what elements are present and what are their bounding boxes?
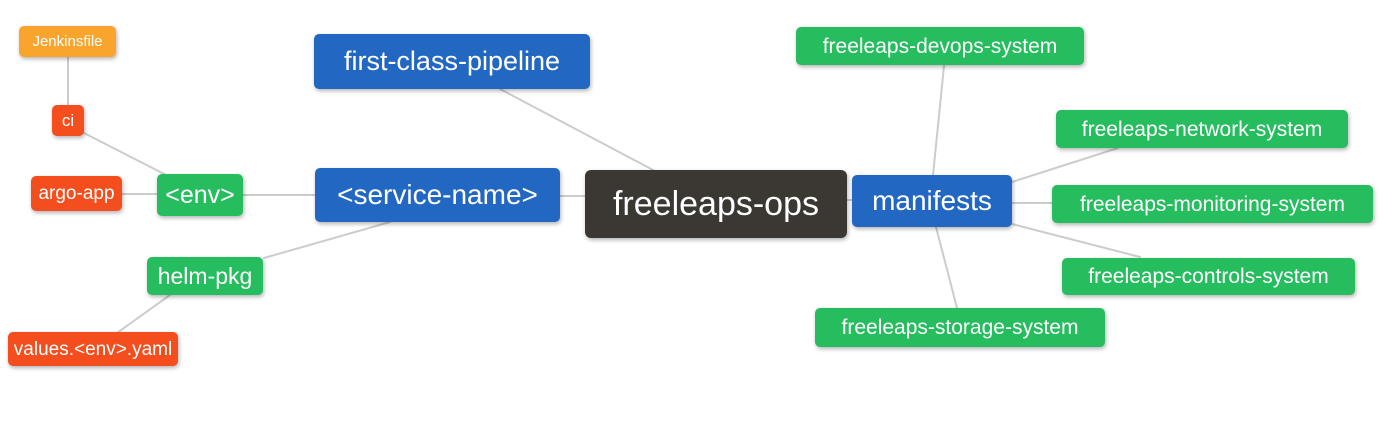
edge-service-name-helm-pkg bbox=[263, 221, 391, 259]
node-jenkinsfile[interactable]: Jenkinsfile bbox=[19, 26, 116, 57]
node-freeleaps-monitoring-system[interactable]: freeleaps-monitoring-system bbox=[1052, 185, 1373, 223]
node-freeleaps-devops-system[interactable]: freeleaps-devops-system bbox=[796, 27, 1084, 65]
edge-ci-env bbox=[83, 132, 171, 178]
node-freeleaps-ops-root[interactable]: freeleaps-ops bbox=[585, 170, 847, 238]
edge-manifests-controls bbox=[1011, 223, 1141, 258]
node-env[interactable]: <env> bbox=[157, 174, 243, 216]
node-first-class-pipeline[interactable]: first-class-pipeline bbox=[314, 34, 590, 89]
edge-pipeline-freeleaps-ops bbox=[499, 88, 656, 172]
edge-manifests-network bbox=[1011, 147, 1119, 183]
edge-manifests-storage bbox=[935, 226, 958, 309]
edge-manifests-devops bbox=[932, 65, 945, 176]
node-freeleaps-controls-system[interactable]: freeleaps-controls-system bbox=[1062, 258, 1355, 295]
node-helm-pkg[interactable]: helm-pkg bbox=[147, 257, 263, 295]
node-manifests[interactable]: manifests bbox=[852, 175, 1012, 227]
node-freeleaps-storage-system[interactable]: freeleaps-storage-system bbox=[815, 308, 1105, 347]
node-ci[interactable]: ci bbox=[52, 105, 84, 136]
node-values-env-yaml[interactable]: values.<env>.yaml bbox=[8, 332, 178, 366]
node-argo-app[interactable]: argo-app bbox=[31, 176, 122, 211]
node-freeleaps-network-system[interactable]: freeleaps-network-system bbox=[1056, 110, 1348, 148]
node-service-name[interactable]: <service-name> bbox=[315, 168, 560, 222]
edge-helm-pkg-values bbox=[116, 294, 171, 334]
